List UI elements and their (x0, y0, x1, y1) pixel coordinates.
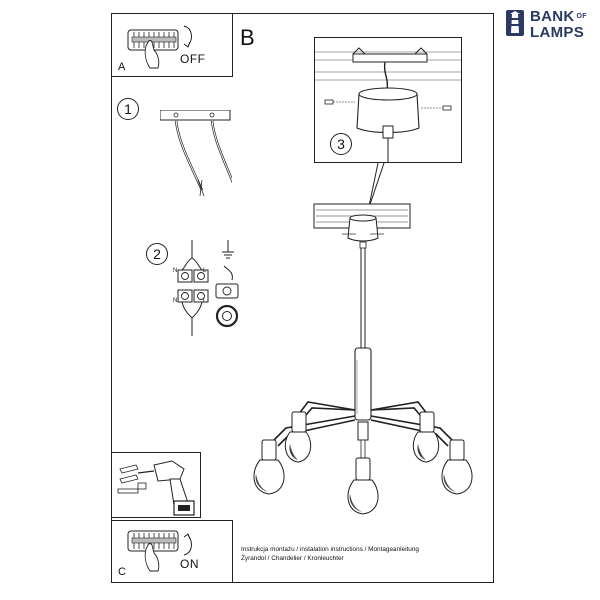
fuse-box-hand-icon (127, 25, 192, 69)
panel-c-switch-on: C ON (111, 520, 233, 583)
fuse-box-hand-on-icon (127, 530, 192, 572)
step-1-marker: 1 (117, 98, 139, 120)
logo-word-lamps: LAMPS (530, 24, 584, 41)
step-3-marker: 3 (330, 133, 352, 155)
panel-c-on-text: ON (180, 557, 199, 571)
lighthouse-icon (506, 10, 524, 36)
caption-line-1: Instrukcja montażu / instalation instruc… (241, 546, 419, 553)
panel-a-off-text: OFF (180, 52, 206, 66)
chandelier-drawing (253, 162, 473, 515)
logo-word-bank: BANK (530, 8, 575, 25)
drill-icon (117, 460, 195, 516)
live-label-bottom: L (203, 298, 207, 304)
ceiling-mount-detail: 3 (314, 37, 462, 163)
panel-b-label: B (240, 25, 255, 50)
panel-a-label: A (118, 61, 126, 73)
step-2-marker: 2 (146, 243, 168, 265)
live-label-top: L (203, 268, 207, 274)
caption-line-2: Żyrandol / Chandelier / Kronleuchter (241, 555, 344, 562)
wire-preparation-icon (160, 110, 232, 197)
neutral-label-top: N (173, 268, 178, 274)
panel-a-switch-off: A OFF (111, 13, 233, 77)
terminal-block-wiring-icon (177, 240, 239, 336)
ceiling-mount-icon (315, 47, 461, 162)
neutral-label-bottom: N (173, 298, 178, 304)
panel-c-label: C (118, 566, 126, 578)
instruction-sheet (111, 13, 494, 583)
logo-word-of: OF (576, 13, 587, 20)
drill-tools-panel (111, 452, 201, 518)
